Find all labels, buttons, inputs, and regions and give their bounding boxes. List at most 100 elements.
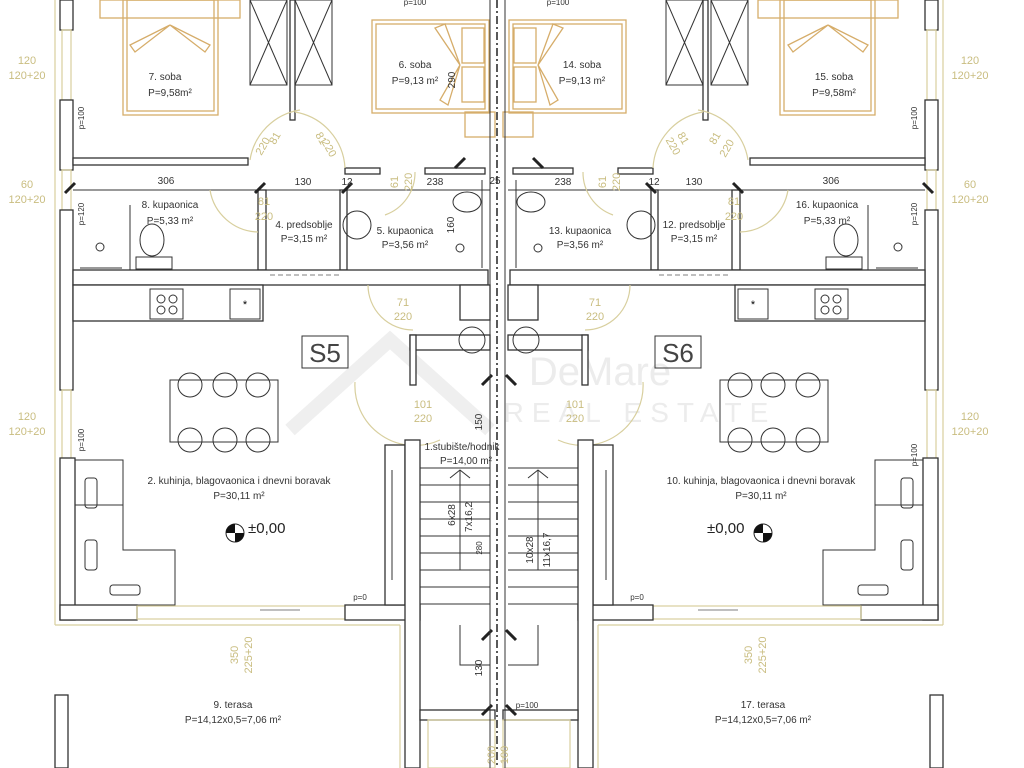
svg-text:120+20: 120+20 <box>951 70 988 82</box>
svg-text:12: 12 <box>648 177 660 188</box>
room-14-area: P=9,13 m² <box>559 76 606 87</box>
svg-text:81: 81 <box>258 196 270 208</box>
svg-text:290: 290 <box>447 71 458 88</box>
room-4-name: 4. predsoblje <box>275 220 333 231</box>
room-9-area: P=14,12x0,5=7,06 m² <box>185 715 282 726</box>
svg-text:p=100: p=100 <box>516 701 539 710</box>
dimensions: 306 130 12 238 25 238 12 130 306 160 290… <box>77 0 919 710</box>
room-5-name: 5. kupaonica <box>377 226 434 237</box>
svg-text:81: 81 <box>267 130 284 147</box>
svg-text:220: 220 <box>394 311 412 323</box>
svg-text:p=100: p=100 <box>910 443 919 466</box>
svg-text:6x28: 6x28 <box>447 504 458 526</box>
svg-text:10x28: 10x28 <box>525 536 536 564</box>
svg-text:101: 101 <box>414 399 432 411</box>
room-17-area: P=14,12x0,5=7,06 m² <box>715 715 812 726</box>
room-14-name: 14. soba <box>563 60 602 71</box>
room-8-area: P=5,33 m² <box>147 216 194 227</box>
svg-text:120: 120 <box>18 55 36 67</box>
svg-text:350: 350 <box>743 646 755 664</box>
room-1-name: 1.stubište/hodnik <box>424 442 500 453</box>
svg-text:200: 200 <box>486 746 498 764</box>
room-2-area: P=30,11 m² <box>213 491 265 502</box>
svg-text:220: 220 <box>319 138 339 160</box>
room-16-area: P=5,33 m² <box>804 216 851 227</box>
svg-text:p=100: p=100 <box>77 428 86 451</box>
svg-text:81: 81 <box>728 196 740 208</box>
svg-text:220: 220 <box>403 173 415 191</box>
svg-text:±0,00: ±0,00 <box>707 520 744 537</box>
room-7-area: P=9,58m² <box>148 88 192 99</box>
svg-text:p=120: p=120 <box>77 202 86 225</box>
room-10-name: 10. kuhinja, blagovaonica i dnevni borav… <box>667 476 856 487</box>
room-9-name: 9. terasa <box>214 700 253 711</box>
svg-text:150: 150 <box>474 413 485 430</box>
room-16-name: 16. kupaonica <box>796 200 859 211</box>
room-13-name: 13. kupaonica <box>549 226 612 237</box>
opening-dimensions: 120 120+20 60 120+20 120 120+20 120 120+… <box>8 55 988 764</box>
svg-text:p=100: p=100 <box>404 0 427 7</box>
svg-text:61: 61 <box>597 176 609 188</box>
svg-text:7x16,2: 7x16,2 <box>464 502 475 532</box>
svg-text:12: 12 <box>341 177 353 188</box>
svg-text:120: 120 <box>961 411 979 423</box>
svg-text:p=120: p=120 <box>910 202 919 225</box>
svg-text:60: 60 <box>21 179 33 191</box>
unit-s5-badge <box>301 335 349 369</box>
room-15-area: P=9,58m² <box>812 88 856 99</box>
svg-text:306: 306 <box>158 176 175 187</box>
watermark: DeMare REAL ESTATE <box>285 330 777 436</box>
svg-text:120: 120 <box>18 411 36 423</box>
svg-text:25: 25 <box>489 176 501 187</box>
watermark-sub: REAL ESTATE <box>504 397 777 428</box>
watermark-brand: DeMare <box>529 350 671 394</box>
svg-text:220: 220 <box>611 173 623 191</box>
svg-text:238: 238 <box>555 177 572 188</box>
svg-text:101: 101 <box>566 399 584 411</box>
room-7-name: 7. soba <box>149 72 182 83</box>
svg-text:120+20: 120+20 <box>8 426 45 438</box>
room-1-area: P=14,00 m² <box>440 456 493 467</box>
svg-text:120: 120 <box>961 55 979 67</box>
unit-s5-label: S5 <box>309 338 341 368</box>
svg-text:81: 81 <box>312 130 329 147</box>
svg-text:61: 61 <box>389 176 401 188</box>
room-15-name: 15. soba <box>815 72 854 83</box>
svg-text:p=0: p=0 <box>630 593 644 602</box>
svg-text:130: 130 <box>474 659 485 676</box>
svg-text:220: 220 <box>414 413 432 425</box>
level-marker-right: ±0,00 <box>707 520 773 543</box>
svg-text:280: 280 <box>475 541 484 555</box>
svg-text:120+20: 120+20 <box>951 194 988 206</box>
room-6-name: 6. soba <box>399 60 432 71</box>
svg-text:220: 220 <box>725 211 743 223</box>
svg-text:220: 220 <box>586 311 604 323</box>
svg-text:81: 81 <box>707 130 724 147</box>
room-13-area: P=3,56 m² <box>557 240 604 251</box>
room-6-area: P=9,13 m² <box>392 76 439 87</box>
room-12-area: P=3,15 m² <box>671 234 718 245</box>
svg-text:60: 60 <box>964 179 976 191</box>
svg-text:225+20: 225+20 <box>243 636 255 673</box>
svg-text:p=100: p=100 <box>547 0 570 7</box>
room-10-area: P=30,11 m² <box>735 491 787 502</box>
room-5-area: P=3,56 m² <box>382 240 429 251</box>
svg-text:306: 306 <box>823 176 840 187</box>
svg-text:225+20: 225+20 <box>757 636 769 673</box>
svg-text:130: 130 <box>295 177 312 188</box>
svg-text:120+20: 120+20 <box>8 70 45 82</box>
svg-text:350: 350 <box>229 646 241 664</box>
svg-text:160: 160 <box>446 216 457 233</box>
svg-text:p=100: p=100 <box>910 106 919 129</box>
svg-text:130: 130 <box>686 177 703 188</box>
room-8-name: 8. kupaonica <box>142 200 199 211</box>
svg-text:81: 81 <box>674 130 691 147</box>
svg-text:120+20: 120+20 <box>951 426 988 438</box>
svg-text:100: 100 <box>499 746 511 764</box>
svg-text:71: 71 <box>589 297 601 309</box>
svg-text:±0,00: ±0,00 <box>248 520 285 537</box>
room-12-name: 12. predsoblje <box>663 220 726 231</box>
svg-text:238: 238 <box>427 177 444 188</box>
level-marker-left: ±0,00 <box>225 520 285 543</box>
room-4-area: P=3,15 m² <box>281 234 328 245</box>
